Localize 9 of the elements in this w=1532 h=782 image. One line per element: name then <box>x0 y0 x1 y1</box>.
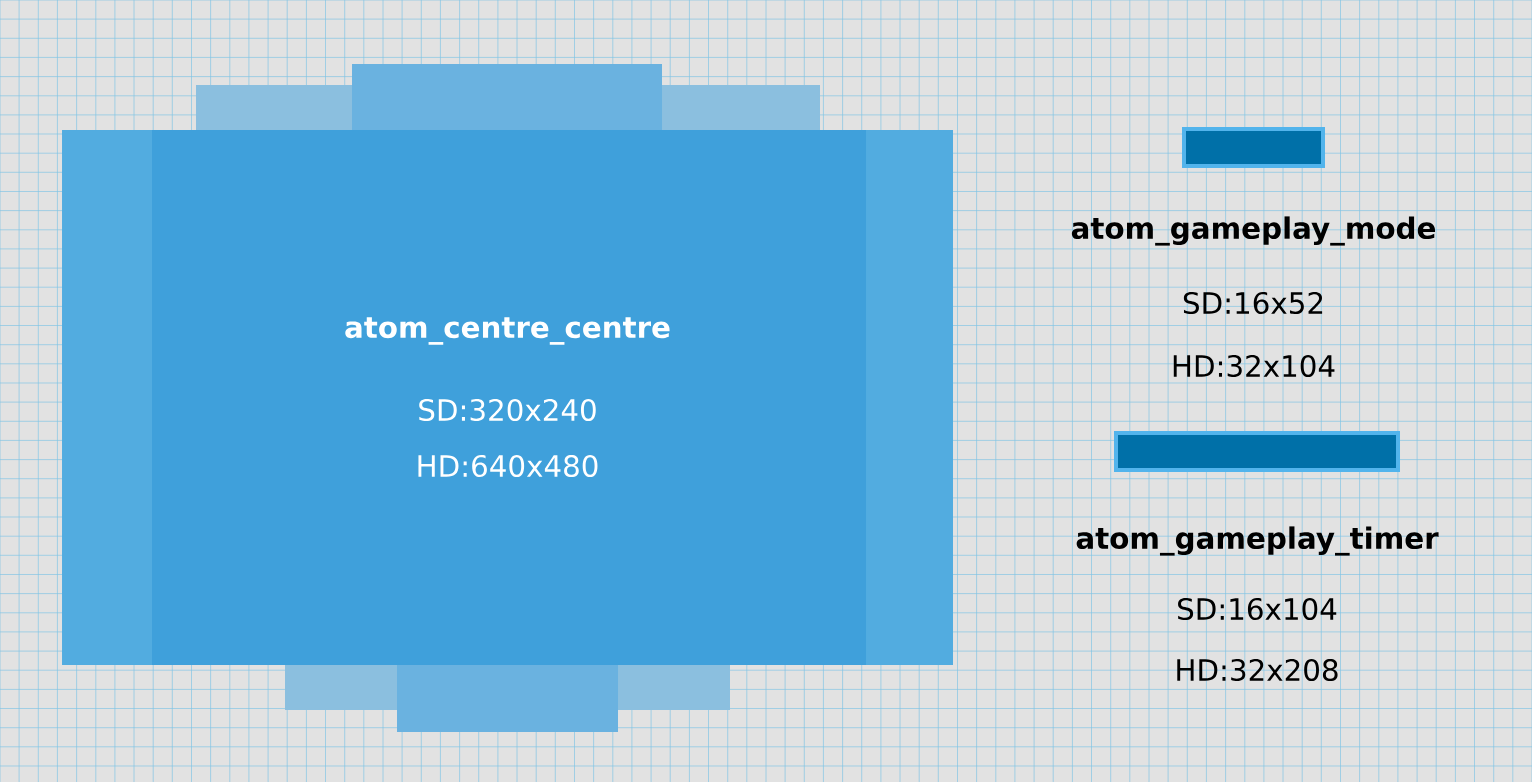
size-label: SD:16x52 <box>1183 291 1323 315</box>
bar-shape <box>1182 127 1325 168</box>
bar-shape <box>1114 431 1400 472</box>
size-label: HD:32x208 <box>1177 658 1338 682</box>
size-label: HD:32x104 <box>1173 354 1335 378</box>
name-label: atom_gameplay_mode <box>1071 216 1436 246</box>
name-label: atom_gameplay_timer <box>1076 526 1439 556</box>
size-label: SD:16x104 <box>1178 597 1337 621</box>
panel-box: atom_centre_centre SD:320x240 HD:640x480 <box>62 130 953 665</box>
